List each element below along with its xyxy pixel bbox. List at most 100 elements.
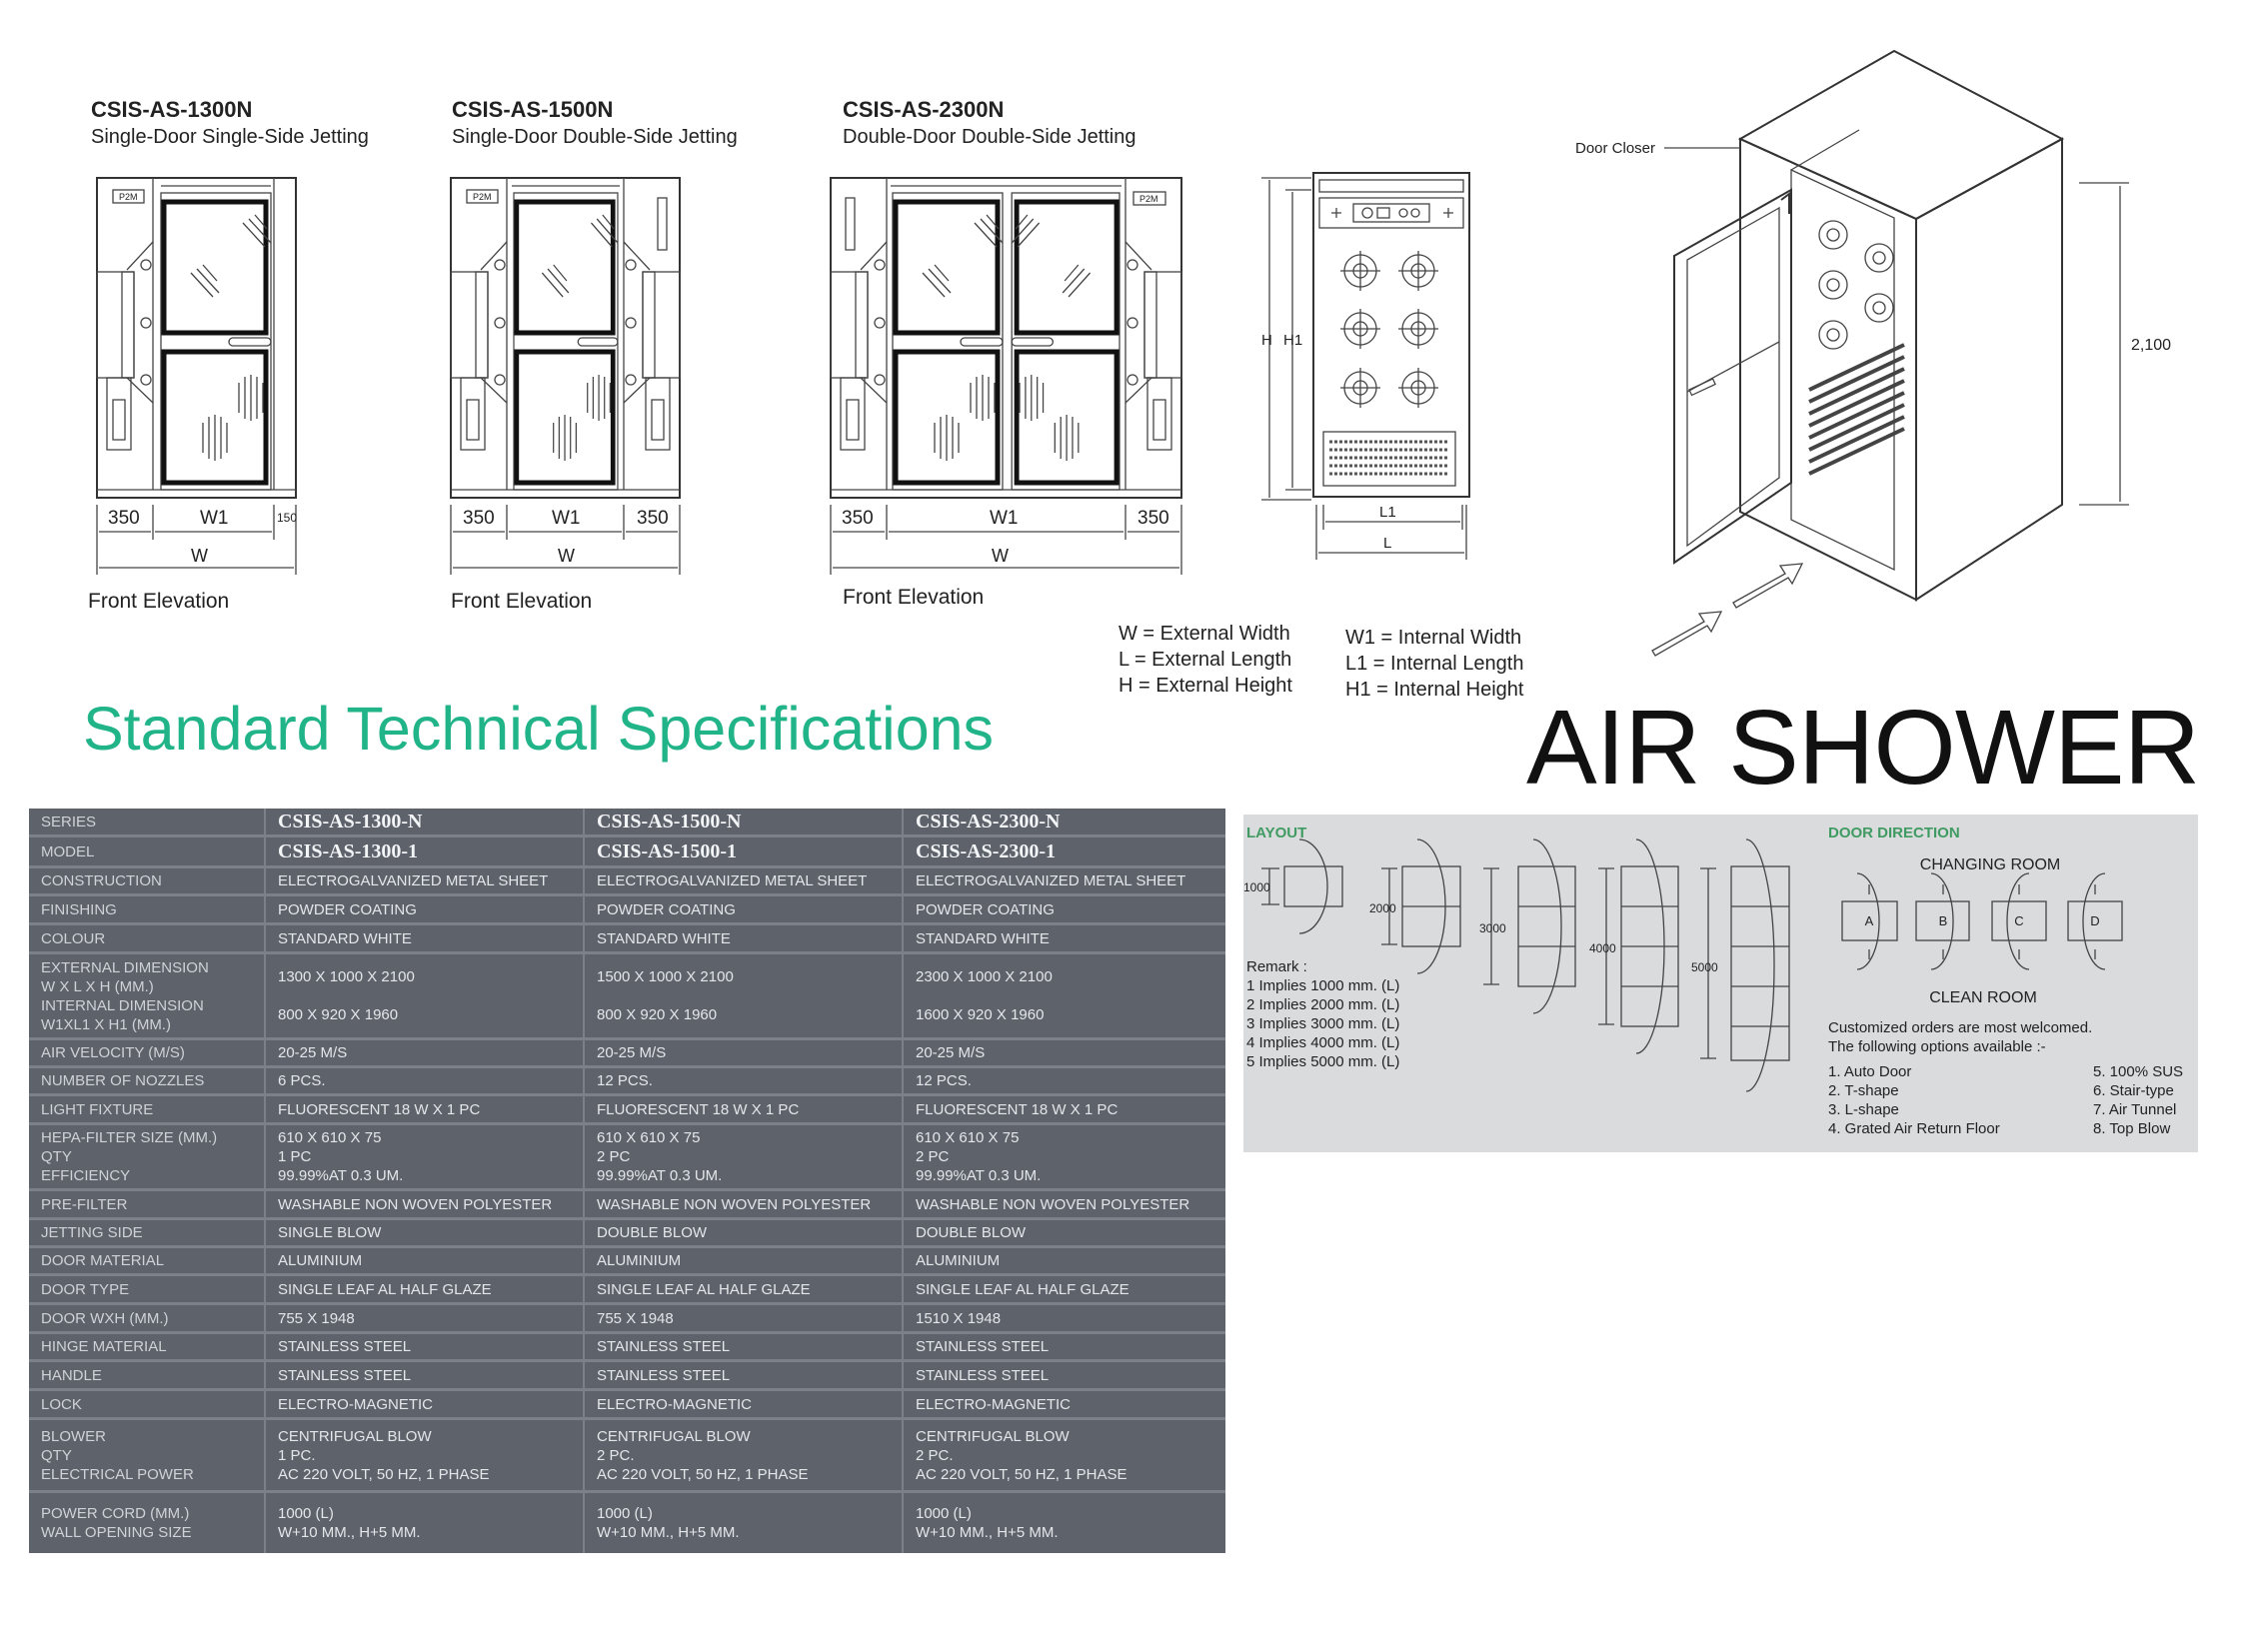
table-cell: ELECTROGALVANIZED METAL SHEET [266, 868, 585, 893]
table-cell: SINGLE LEAF AL HALF GLAZE [585, 1276, 904, 1302]
table-cell: 1510 x 1948 [916, 1309, 1002, 1327]
layout-diagrams: LAYOUT 1000 2000 3000 4000 5000 Remark :… [1243, 825, 2183, 1137]
product-title-1300: CSIS-AS-1300N Single-Door Single-Side Je… [91, 97, 369, 148]
layout-dim-label: 2000 [1369, 901, 1396, 915]
table-cell: POWDER COATING [585, 896, 904, 922]
table-cell: 20-25 M/S [916, 1044, 986, 1061]
p2m-label: P2M [119, 192, 138, 202]
table-cell: CSIS-AS-2300-1 [916, 839, 1057, 862]
table-cell: 20-25 M/S [266, 1040, 585, 1065]
table-cell: FLUORESCENT 18 W x 1 PC [585, 1096, 904, 1122]
dim-label: W1 [200, 508, 229, 529]
table-cell: STAINLESS STEEL [916, 1366, 1050, 1384]
table-cell: 755 x 1948 [585, 1305, 904, 1331]
layout-dim-label: 5000 [1691, 960, 1718, 974]
front-elevation-1300: P2M 350 W1 150 W Front Elevation [88, 177, 297, 613]
front-elevation-label: Front Elevation [88, 590, 229, 613]
remark-item: 3 Implies 3000 mm. (L) [1246, 1015, 1399, 1032]
door-type-label: C [2014, 913, 2023, 928]
table-cell: CSIS-AS-1500-N [585, 809, 904, 834]
legend-item: H = External Height [1119, 675, 1292, 697]
row-label: LIGHT FIXTURE [29, 1096, 266, 1122]
table-cell: SINGLE LEAF AL HALF GLAZE [266, 1276, 585, 1302]
product-title-1500: CSIS-AS-1500N Single-Door Double-Side Je… [452, 97, 738, 148]
table-cell: 12 PCS. [916, 1072, 972, 1089]
row-label: CONSTRUCTION [29, 868, 266, 893]
table-cell: ELECTRO-MAGNETIC [585, 1391, 904, 1417]
row-label: POWER CORD (MM.) WALL OPENING SIZE [29, 1493, 266, 1553]
table-cell: ALUMINIUM [916, 1252, 1001, 1269]
dim-label: 150 [277, 511, 297, 525]
table-cell: CENTRIFUGAL BLOW 1 PC. AC 220 VOLT, 50 H… [266, 1420, 585, 1490]
product-code: CSIS-AS-1300N [91, 97, 252, 122]
remark-title: Remark : [1246, 958, 1307, 975]
dim-h1-label: H1 [1283, 332, 1302, 349]
p2m-label: P2M [473, 192, 492, 202]
remark-item: 4 Implies 4000 mm. (L) [1246, 1034, 1399, 1051]
table-cell: 610 x 610 x 75 2 PC 99.99%AT 0.3 UM. [916, 1129, 1042, 1184]
table-cell: ELECTROGALVANIZED METAL SHEET [585, 868, 904, 893]
table-cell: 20-25 M/S [585, 1040, 904, 1065]
legend-item: W = External Width [1119, 623, 1290, 645]
dim-label: 350 [842, 508, 874, 529]
custom-note: The following options available :- [1828, 1038, 2046, 1055]
dim-l1-label: L1 [1379, 504, 1396, 521]
table-cell: CSIS-AS-2300-N [916, 810, 1061, 832]
option-item: 6. Stair-type [2093, 1082, 2174, 1099]
legend-item: L1 = Internal Length [1345, 653, 1523, 675]
table-cell: 2300 x 1000 x 2100 1600 x 920 x 1960 [916, 967, 1053, 1023]
table-row: EXTERNAL DIMENSION W x L x H (MM.) INTER… [29, 954, 1225, 1040]
front-elevation-2300: P2M 350 W1 350 W Front Elevation [830, 177, 1182, 609]
table-cell: 610 x 610 x 75 1 PC 99.99%AT 0.3 UM. [266, 1125, 585, 1188]
option-item: 1. Auto Door [1828, 1063, 1911, 1080]
row-label: HINGE MATERIAL [29, 1334, 266, 1359]
product-desc: Single-Door Single-Side Jetting [91, 126, 369, 148]
airflow-arrow-icon [1732, 563, 1804, 609]
legend-item: L = External Length [1119, 649, 1291, 671]
row-label: DOOR TYPE [29, 1276, 266, 1302]
row-label: PRE-FILTER [29, 1191, 266, 1217]
door-type-label: B [1939, 913, 1948, 928]
table-cell: STAINLESS STEEL [585, 1362, 904, 1388]
row-label: NUMBER OF NOZZLES [29, 1068, 266, 1093]
product-title: AIR SHOWER [1526, 689, 2200, 807]
p2m-label: P2M [1139, 194, 1158, 204]
row-label: BLOWER QTY ELECTRICAL POWER [29, 1420, 266, 1490]
layout-dim-label: 4000 [1589, 941, 1616, 955]
door-closer-label: Door Closer [1575, 140, 1655, 157]
table-cell: ALUMINIUM [266, 1248, 585, 1273]
table-cell: STAINLESS STEEL [266, 1334, 585, 1359]
table-cell: DOUBLE BLOW [585, 1220, 904, 1245]
table-cell: 12 PCS. [585, 1068, 904, 1093]
layout-dim-label: 3000 [1479, 921, 1506, 935]
row-label: HEPA-FILTER SIZE (MM.) QTY EFFICIENCY [29, 1125, 266, 1188]
door-direction-figures [1841, 872, 2123, 970]
table-cell: CSIS-AS-1300-1 [266, 837, 585, 865]
option-item: 2. T-shape [1828, 1082, 1899, 1099]
dim-label: 350 [637, 508, 669, 529]
row-label: AIR VELOCITY (M/S) [29, 1040, 266, 1065]
front-elevation-label: Front Elevation [451, 590, 592, 613]
side-view-drawing: H H1 L1 L [1261, 172, 1470, 560]
table-cell: WASHABLE NON WOVEN POLYESTER [916, 1195, 1190, 1213]
table-cell: POWDER COATING [916, 900, 1055, 918]
row-label: JETTING SIDE [29, 1220, 266, 1245]
door-type-label: A [1865, 913, 1874, 928]
option-item: 3. L-shape [1828, 1101, 1899, 1118]
option-item: 5. 100% SUS [2093, 1063, 2183, 1080]
table-cell: ELECTRO-MAGNETIC [266, 1391, 585, 1417]
remark-item: 1 Implies 1000 mm. (L) [1246, 977, 1399, 994]
table-cell: ELECTROGALVANIZED METAL SHEET [916, 872, 1186, 889]
table-cell: WASHABLE NON WOVEN POLYESTER [585, 1191, 904, 1217]
dim-label: W [992, 546, 1009, 566]
table-cell: STAINLESS STEEL [585, 1334, 904, 1359]
